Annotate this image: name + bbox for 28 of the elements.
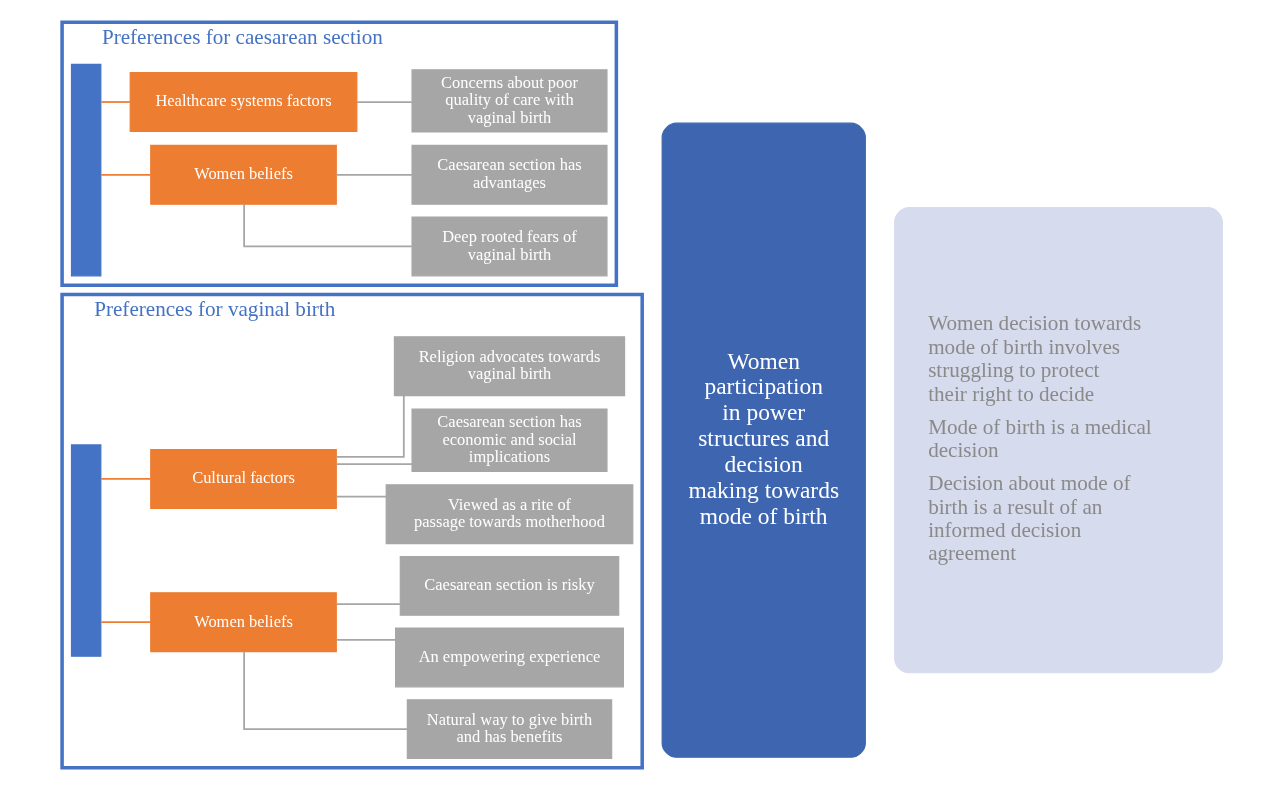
node-box: Caesarean section has advantages xyxy=(411,144,608,205)
connector xyxy=(335,463,413,465)
node-box: Caesarean section has economic and social implications xyxy=(411,408,608,472)
node-box: Viewed as a rite of passage towards motherhood xyxy=(385,484,634,545)
connector xyxy=(243,203,413,248)
connector xyxy=(356,101,413,103)
connector xyxy=(100,173,152,176)
node-box: Concerns about poor quality of care with vaginal birth xyxy=(411,69,608,133)
node-box: Religion advocates towards vaginal birth xyxy=(393,336,626,397)
node-box: Natural way to give birth and has benefits xyxy=(406,699,613,760)
node-box: Healthcare systems factors xyxy=(129,72,358,132)
node-box: Deep rooted fears of vaginal birth xyxy=(411,216,608,277)
node-box: Women decision towards mode of birth involves struggling to protect their right to decide Mode of birth is a medical decision Decision about mode of birth is a result of an informed decision agreement xyxy=(894,207,1223,674)
node-box: Women beliefs xyxy=(150,592,337,653)
connector xyxy=(335,173,413,176)
connector xyxy=(243,651,409,730)
connector xyxy=(100,101,131,103)
node-box: Cultural factors xyxy=(150,449,337,509)
node-box: An empowering experience xyxy=(395,627,624,688)
connector xyxy=(100,621,152,624)
node-box: Caesarean section is risky xyxy=(399,555,620,616)
connector xyxy=(335,495,387,498)
connector xyxy=(335,603,401,605)
connector xyxy=(335,638,397,641)
node-box: Women beliefs xyxy=(150,144,337,205)
connector xyxy=(100,478,152,480)
node-box: Women participation in power structures and decision making towards mode of birth xyxy=(661,122,866,758)
connector xyxy=(335,395,405,458)
